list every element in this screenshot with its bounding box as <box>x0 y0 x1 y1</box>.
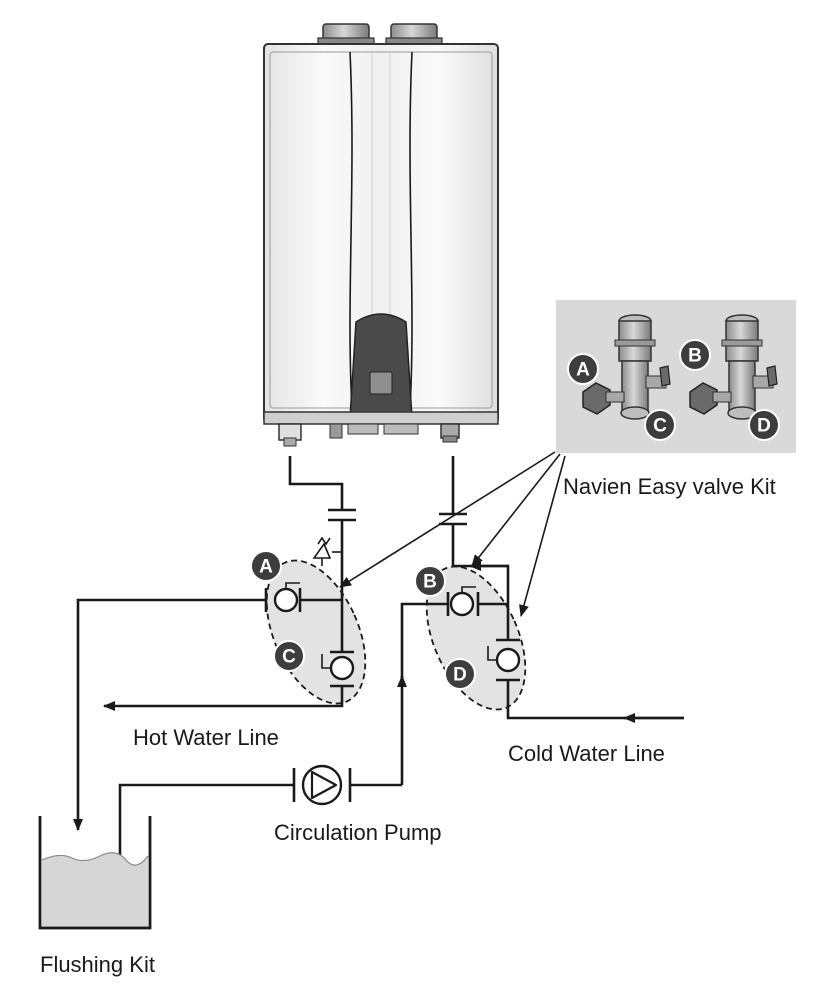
pump-direction-icon <box>310 770 338 800</box>
kit-title: Navien Easy valve Kit <box>563 474 776 499</box>
heater-top-connector-left <box>317 23 375 47</box>
easy-valve-kit-panel: A C B D <box>556 300 796 453</box>
kit-badge-d-label: D <box>757 416 771 437</box>
kit-badge-d: D <box>748 409 780 441</box>
kit-badge-b-label: B <box>688 346 702 367</box>
kit-badge-b: B <box>679 339 711 371</box>
flushing-kit-label: Flushing Kit <box>40 952 155 977</box>
callout-arrow-to-cold-valves-top <box>471 453 561 567</box>
water-heater <box>263 23 499 447</box>
diagram-badge-a: A <box>250 550 282 582</box>
pressure-relief-valve <box>312 536 342 566</box>
diagram-badge-d-label: D <box>453 665 467 686</box>
diagram-badge-c: C <box>273 640 305 672</box>
callout-arrow-to-cold-valves-bottom <box>519 455 566 617</box>
hot-water-piping <box>73 456 356 831</box>
heater-bottom-ports <box>329 423 419 439</box>
hot-water-line-label: Hot Water Line <box>133 725 279 750</box>
callout-arrow-to-hot-valves <box>339 451 556 588</box>
flushing-tank <box>38 816 152 930</box>
kit-badge-c: C <box>644 409 676 441</box>
diagram-badge-c-label: C <box>282 647 296 668</box>
heater-display-screen <box>369 371 393 395</box>
valve-d-symbol <box>487 638 521 682</box>
circulation-pump-label: Circulation Pump <box>274 820 442 845</box>
diagram-badge-b-label: B <box>423 572 437 593</box>
kit-valve-right-illustration <box>689 314 778 420</box>
kit-badge-c-label: C <box>653 416 667 437</box>
heater-control-panel <box>349 313 413 419</box>
cold-water-piping <box>397 456 684 785</box>
kit-valve-left-illustration <box>582 314 671 420</box>
diagram-badge-a-label: A <box>259 557 273 578</box>
heater-hot-outlet-fitting <box>278 423 302 447</box>
diagram-badge-b: B <box>414 565 446 597</box>
heater-top-connector-right <box>385 23 443 47</box>
cold-water-line-label: Cold Water Line <box>508 741 665 766</box>
diagram-badge-d: D <box>444 658 476 690</box>
kit-badge-a-label: A <box>576 360 590 381</box>
heater-cold-inlet-fitting <box>440 423 460 443</box>
kit-badge-a: A <box>567 353 599 385</box>
